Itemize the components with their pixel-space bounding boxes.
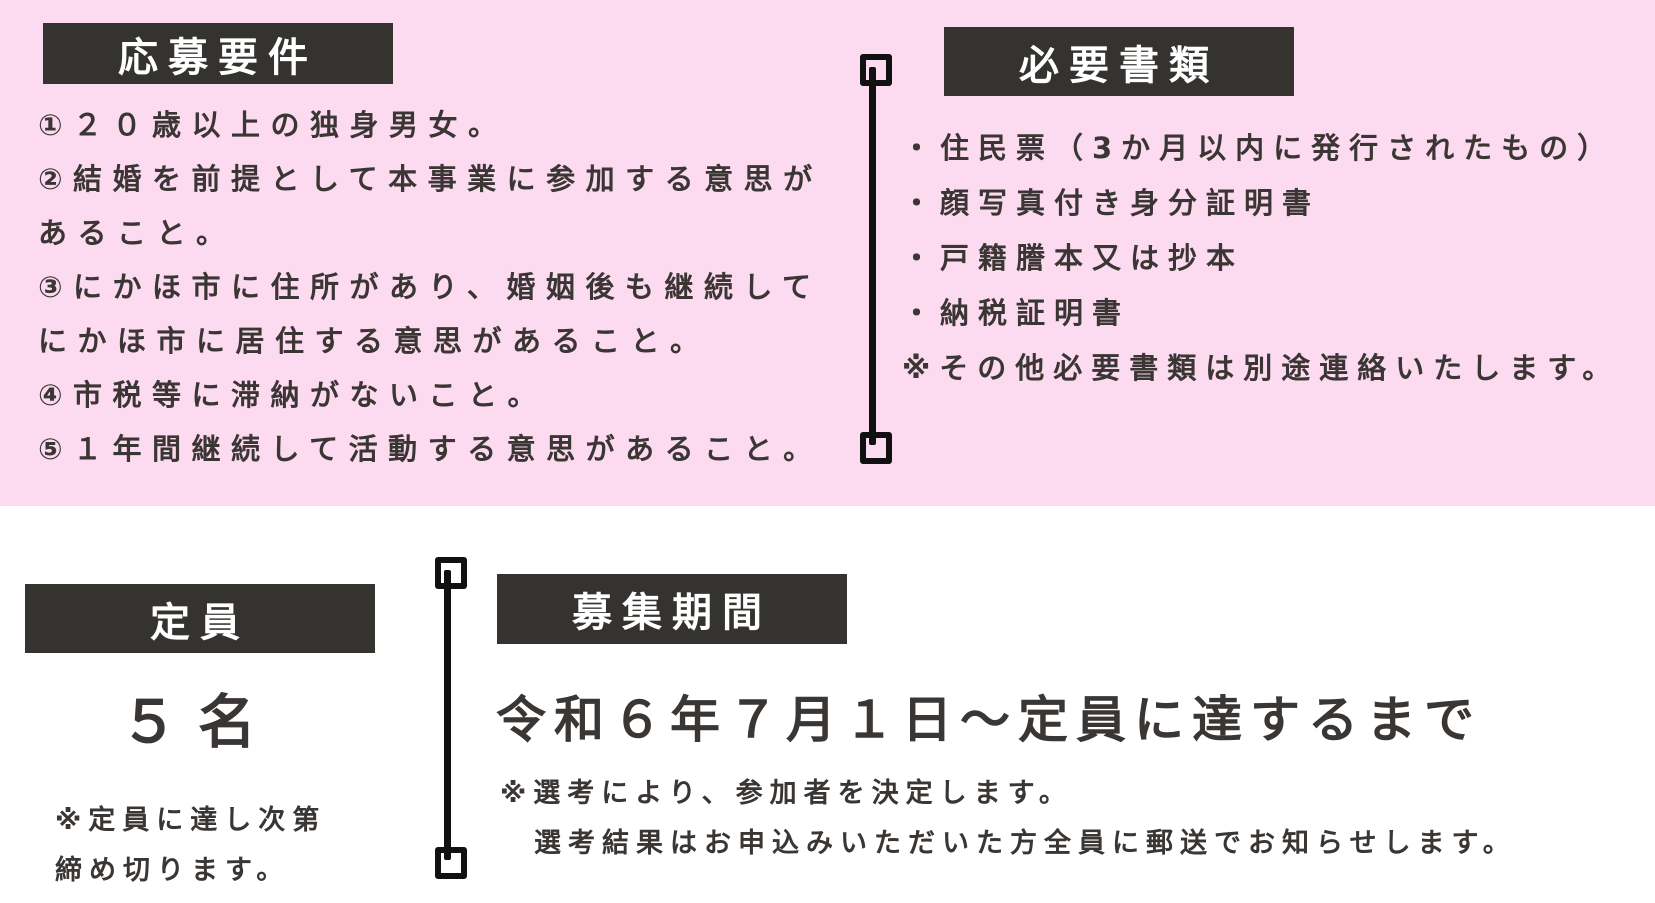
requirement-line: ③にかほ市に住所があり、婚姻後も継続して (38, 270, 822, 304)
requirement-line: ①２０歳以上の独身男女。 (38, 108, 508, 142)
top-divider-bottom-square (860, 432, 892, 464)
requirement-line: あること。 (38, 216, 236, 250)
requirement-line: にかほ市に居住する意思があること。 (38, 324, 710, 358)
requirements-section-background (0, 0, 1655, 506)
document-line: ・納税証明書 (902, 296, 1131, 330)
bottom-divider-line (444, 570, 451, 860)
requirement-line: ⑤１年間継続して活動する意思があること。 (38, 432, 823, 466)
capacity-note-line: 締め切ります。 (55, 855, 291, 886)
document-line: ・顔写真付き身分証明書 (902, 186, 1321, 220)
requirements-list: ①２０歳以上の独身男女。 ②結婚を前提として本事業に参加する意思が あること。 … (38, 98, 823, 476)
documents-heading: 必要書類 (944, 27, 1294, 96)
requirement-line: ②結婚を前提として本事業に参加する意思が (38, 162, 823, 196)
period-heading: 募集期間 (497, 574, 847, 644)
document-line: ・住民票（3か月以内に発行されたもの） (902, 131, 1616, 165)
period-notes: ※選考により、参加者を決定します。 選考結果はお申込みいただいた方全員に郵送でお… (500, 769, 1517, 869)
bottom-divider-bottom-square (435, 847, 467, 879)
document-line: ・戸籍謄本又は抄本 (902, 241, 1245, 275)
period-note-line: 選考結果はお申込みいただいた方全員に郵送でお知らせします。 (500, 828, 1517, 859)
requirements-heading: 応募要件 (43, 23, 393, 84)
requirement-line: ④市税等に滞納がないこと。 (38, 378, 548, 412)
top-divider-top-square (860, 54, 892, 86)
period-note-line: ※選考により、参加者を決定します。 (500, 778, 1073, 809)
capacity-note-line: ※定員に達し次第 (55, 805, 327, 836)
document-note: ※その他必要書類は別途連絡いたします。 (902, 351, 1621, 385)
top-divider-line (869, 67, 876, 445)
capacity-heading: 定員 (25, 584, 375, 653)
documents-list: ・住民票（3か月以内に発行されたもの） ・顔写真付き身分証明書 ・戸籍謄本又は抄… (902, 121, 1620, 396)
bottom-divider-top-square (435, 557, 467, 589)
period-value: 令和６年７月１日～定員に達するまで (496, 691, 1482, 749)
capacity-notes: ※定員に達し次第 締め切ります。 (55, 796, 326, 896)
capacity-value: ５名 (120, 688, 277, 756)
